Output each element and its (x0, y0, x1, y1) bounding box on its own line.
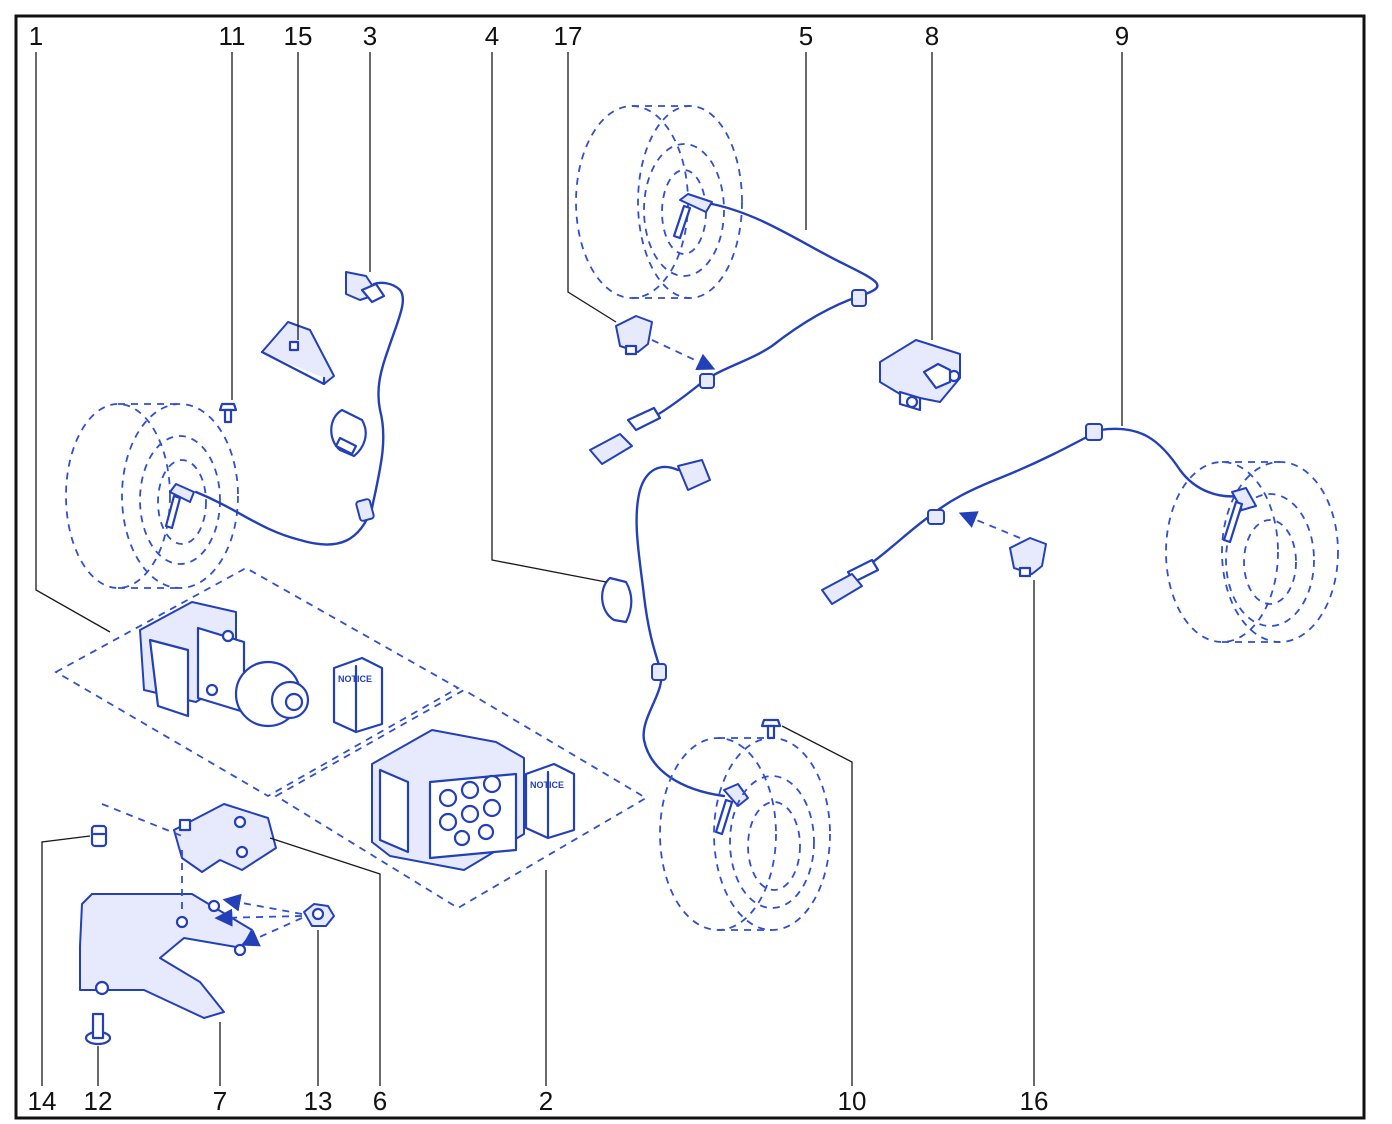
bracket-15 (260, 321, 335, 386)
wheel-front-right (659, 737, 831, 931)
nut-13 (303, 903, 335, 927)
leader-lines (35, 52, 1123, 1086)
clip-17 (615, 315, 716, 371)
callout-12: 12 (84, 1086, 113, 1116)
callout-3: 3 (363, 21, 377, 51)
abs-ecu (371, 729, 525, 871)
callout-15: 15 (284, 21, 313, 51)
callout-6: 6 (373, 1086, 387, 1116)
diagram-frame (14, 14, 1366, 1120)
wheel-rear-left (1165, 461, 1339, 643)
callout-16: 16 (1020, 1086, 1049, 1116)
lower-support-7 (79, 893, 253, 1019)
clip-16 (958, 511, 1047, 578)
stud-14 (90, 824, 108, 848)
wheel-rear-right (575, 105, 743, 299)
callout-numbers: 1 11 15 3 4 17 5 8 9 14 12 7 13 6 2 10 1… (28, 21, 1130, 1116)
callout-7: 7 (213, 1086, 227, 1116)
screw-11 (218, 402, 238, 424)
wheel-speed-sensor-front-right (601, 459, 749, 836)
callout-10: 10 (838, 1086, 867, 1116)
callout-5: 5 (799, 21, 813, 51)
callout-17: 17 (554, 21, 583, 51)
callout-13: 13 (304, 1086, 333, 1116)
callout-4: 4 (485, 21, 499, 51)
upper-bracket-6 (173, 803, 277, 873)
yaw-sensor-8 (879, 339, 961, 412)
callout-11: 11 (219, 21, 246, 51)
screw-12 (84, 1012, 112, 1046)
abs-kit-outline-1 (54, 566, 460, 798)
assembly-arrows (101, 803, 303, 947)
screw-10 (760, 718, 782, 740)
callout-14: 14 (28, 1086, 57, 1116)
callout-2: 2 (539, 1086, 553, 1116)
wheel-speed-sensor-rear-right (589, 193, 879, 465)
callout-1: 1 (29, 21, 43, 51)
booklet-label-2: NOTICE (530, 780, 564, 790)
abs-hydraulic-unit (139, 601, 310, 728)
ecu-kit-outline-2 (274, 688, 648, 910)
wheel-front-left (65, 403, 239, 589)
callout-9: 9 (1115, 21, 1129, 51)
wheel-speed-sensor-front-left (164, 271, 405, 546)
notice-booklet-1: NOTICE (332, 656, 384, 734)
callout-8: 8 (925, 21, 939, 51)
wheel-speed-sensor-rear-left (821, 423, 1257, 605)
notice-booklet-2: NOTICE (524, 762, 576, 840)
booklet-label-1: NOTICE (338, 674, 372, 684)
